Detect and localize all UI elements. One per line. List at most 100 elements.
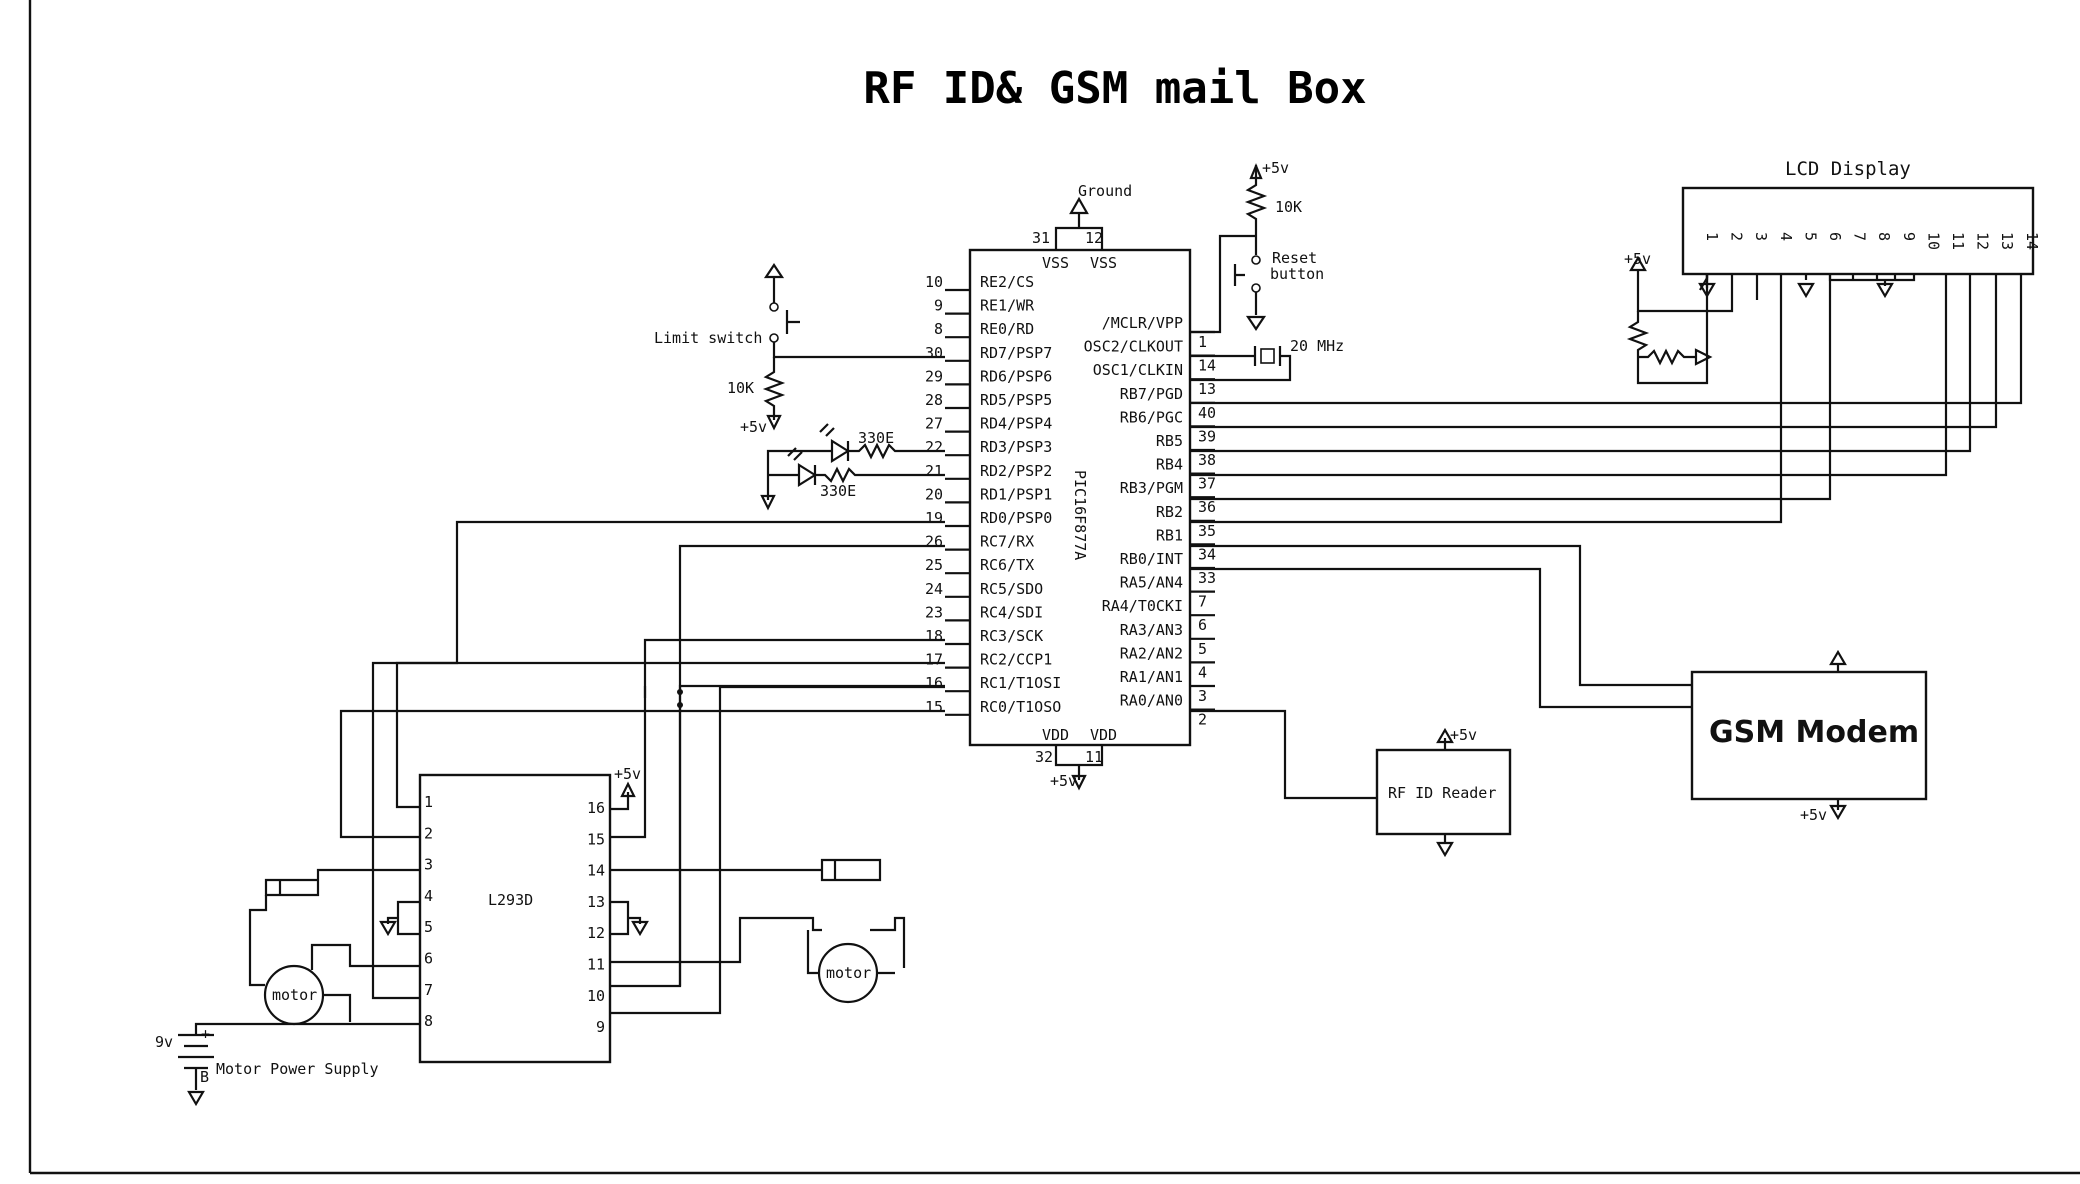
gsm-wiring: [1190, 544, 1847, 821]
diagram-title: RF ID& GSM mail Box: [863, 63, 1366, 114]
pic-to-l293d-wiring: [339, 520, 945, 1015]
reset-button-label-1: Reset: [1272, 249, 1317, 267]
pic-right-pin-label: RB4: [1156, 456, 1183, 474]
pic-left-pin-number: 23: [925, 603, 943, 621]
led-resistor-label-2: 330E: [820, 482, 856, 500]
lcd-pin-number: 14: [2023, 232, 2041, 250]
pic-left-pin-number: 9: [934, 297, 943, 315]
motor-right-label: motor: [826, 964, 871, 982]
vss-ground-connection: [1054, 196, 1104, 250]
pic-right-pin-label: RA0/AN0: [1120, 692, 1183, 710]
l293d-right-pin-number: 9: [596, 1018, 605, 1036]
l293d-body: [418, 773, 612, 1064]
pic-left-pin-number: 25: [925, 556, 943, 574]
vss-label-1: VSS: [1042, 254, 1069, 272]
pic-right-pin-number: 39: [1198, 427, 1216, 445]
pic-left-pin-label: RC3/SCK: [980, 627, 1043, 645]
pic-left-pin-label: RE1/WR: [980, 297, 1035, 315]
pic-right-pin-number: 40: [1198, 404, 1216, 422]
pic-left-pin-label: RD5/PSP5: [980, 391, 1052, 409]
pic-right-pin-label: RA1/AN1: [1120, 668, 1183, 686]
l293d-left-pin-number: 6: [424, 950, 433, 968]
vdd-pin-11: 11: [1085, 748, 1103, 766]
pic-right-pin-number: 3: [1198, 687, 1207, 705]
pic-right-pin-label: OSC1/CLKIN: [1093, 361, 1183, 379]
lcd-contrast-circuit: [1626, 255, 1734, 385]
pic-left-pin-number: 8: [934, 320, 943, 338]
l293d-left-pin-number: 4: [424, 887, 433, 905]
pic-right-pin-label: RA4/T0CKI: [1102, 597, 1183, 615]
battery-b-label: B: [200, 1068, 209, 1086]
limit-plus5v-label: +5v: [740, 418, 767, 436]
led-resistor-label-1: 330E: [858, 429, 894, 447]
lcd-pin-number: 10: [1924, 232, 1942, 250]
vss-label-2: VSS: [1090, 254, 1117, 272]
pic-right-pin-label: RB6/PGC: [1120, 408, 1183, 426]
led-indicator-circuit: [760, 423, 945, 511]
vdd-label-2: VDD: [1090, 726, 1117, 744]
pic-right-pin-number: 2: [1198, 711, 1207, 729]
crystal-oscillator: [1190, 346, 1292, 382]
motor-left-label: motor: [272, 986, 317, 1004]
gsm-plus5v-label: +5v: [1800, 806, 1827, 824]
l293d-left-pin-number: 8: [424, 1012, 433, 1030]
pic-part-name: PIC16F877A: [1071, 470, 1089, 560]
pic-left-pin-number: 29: [925, 367, 943, 385]
l293d-vcc-connection: [610, 781, 636, 811]
pic-left-pin-number: 21: [925, 462, 943, 480]
l293d-right-pin-number: 11: [587, 956, 605, 974]
battery-voltage-label: 9v: [155, 1033, 173, 1051]
pic-left-pin-label: RC2/CCP1: [980, 651, 1052, 669]
pic-right-pin-label: OSC2/CLKOUT: [1084, 338, 1183, 356]
l293d-ground-symbols: [379, 900, 649, 937]
pic-right-pin-label: RA5/AN4: [1120, 574, 1183, 592]
pic-left-pin-number: 30: [925, 344, 943, 362]
l293d-right-pin-number: 12: [587, 924, 605, 942]
l293d-right-pin-number: 14: [587, 862, 605, 880]
pic-left-pin-label: RC5/SDO: [980, 580, 1043, 598]
lcd-pin-number: 9: [1900, 232, 1918, 241]
lcd-pin-number: 13: [1998, 232, 2016, 250]
pic-left-pin-label: RC1/T1OSI: [980, 674, 1061, 692]
gsm-modem-body: [1690, 670, 1928, 801]
vss-pin-12: 12: [1085, 229, 1103, 247]
reset-circuit: [1190, 163, 1268, 334]
l293d-plus5v-label: +5v: [614, 765, 641, 783]
lcd-ground-symbols: [1698, 274, 1916, 299]
pic-left-pin-label: RC7/RX: [980, 533, 1034, 551]
vdd-pin-32: 32: [1035, 748, 1053, 766]
l293d-right-pin-number: 13: [587, 893, 605, 911]
pic-left-pin-number: 18: [925, 627, 943, 645]
pic-right-pin-label: RB2: [1156, 503, 1183, 521]
pic-right-pin-number: 4: [1198, 663, 1207, 681]
crystal-label: 20 MHz: [1290, 337, 1344, 355]
pic-left-pin-label: RD4/PSP4: [980, 415, 1052, 433]
pic-right-pin-number: 36: [1198, 498, 1216, 516]
limit-switch-label: Limit switch: [654, 329, 762, 347]
pic-right-pin-number: 35: [1198, 522, 1216, 540]
l293d-right-pin-number: 15: [587, 830, 605, 848]
vdd-label-1: VDD: [1042, 726, 1069, 744]
pic-left-pin-label: RD7/PSP7: [980, 344, 1052, 362]
pic-left-pin-number: 20: [925, 485, 943, 503]
l293d-right-pin-number: 16: [587, 799, 605, 817]
pic-left-pin-number: 22: [925, 438, 943, 456]
l293d-part-name: L293D: [488, 891, 533, 909]
pic-left-pin-number: 17: [925, 651, 943, 669]
motor-power-supply-label: Motor Power Supply: [216, 1060, 379, 1078]
rfid-plus5v-label: +5v: [1450, 726, 1477, 744]
pic-left-pin-label: RC6/TX: [980, 556, 1034, 574]
lcd-display-label: LCD Display: [1785, 158, 1911, 180]
vss-pin-31: 31: [1032, 229, 1050, 247]
l293d-left-pin-number: 3: [424, 856, 433, 874]
pic-left-pin-number: 16: [925, 674, 943, 692]
pic-right-pin-number: 38: [1198, 451, 1216, 469]
lcd-pin-number: 5: [1801, 232, 1819, 241]
rfid-reader-label: RF ID Reader: [1388, 784, 1496, 802]
pic-right-pin-number: 13: [1198, 380, 1216, 398]
pic-right-pin-label: RA2/AN2: [1120, 644, 1183, 662]
